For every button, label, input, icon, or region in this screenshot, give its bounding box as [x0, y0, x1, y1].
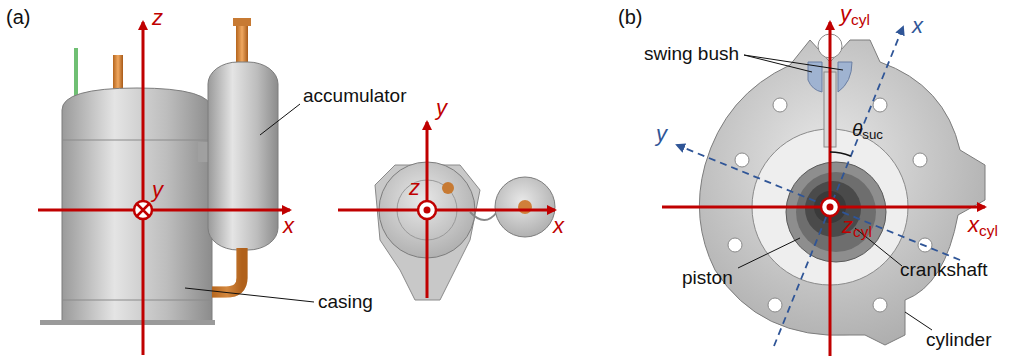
axis-label: x [912, 14, 923, 38]
panel-label: (a) [6, 6, 30, 28]
axes [38, 22, 985, 356]
compressor-side-view [40, 18, 278, 325]
axis-label: xcyl [968, 213, 998, 240]
part-name: casing [318, 292, 373, 313]
axis-label: x [553, 214, 564, 238]
cylinder-shape [699, 40, 985, 345]
crankshaft-shape [805, 181, 861, 237]
axis-label: zcyl [842, 214, 872, 241]
panel-label: (b) [618, 6, 642, 28]
axis-label: z [409, 176, 420, 200]
accumulator-top [495, 177, 555, 237]
swing-bush-right [838, 62, 852, 92]
axis-label: y [436, 96, 447, 120]
part-name: swing bush [644, 44, 739, 65]
axis-label: y [656, 122, 667, 146]
terminal-pin [74, 48, 78, 96]
accumulator-shape [208, 62, 278, 250]
piston-shape [786, 162, 886, 262]
cylinder-top-view [699, 34, 985, 345]
mounting-foot [40, 320, 215, 325]
connecting-pipe [212, 248, 242, 292]
part-name: piston [682, 268, 733, 289]
axis-label: x [283, 214, 294, 238]
angle-label: θsuc [852, 120, 883, 143]
compressor-top-view [375, 162, 555, 300]
part-name: accumulator [303, 86, 407, 107]
part-name: crankshaft [900, 260, 988, 281]
axis-label: z [152, 6, 163, 30]
part-name: cylinder [926, 330, 991, 351]
axis-label: ycyl [840, 2, 870, 29]
axis-label: y [152, 178, 163, 202]
angle-arc [830, 152, 851, 156]
casing-shape [62, 88, 212, 322]
leader-lines [185, 55, 932, 330]
